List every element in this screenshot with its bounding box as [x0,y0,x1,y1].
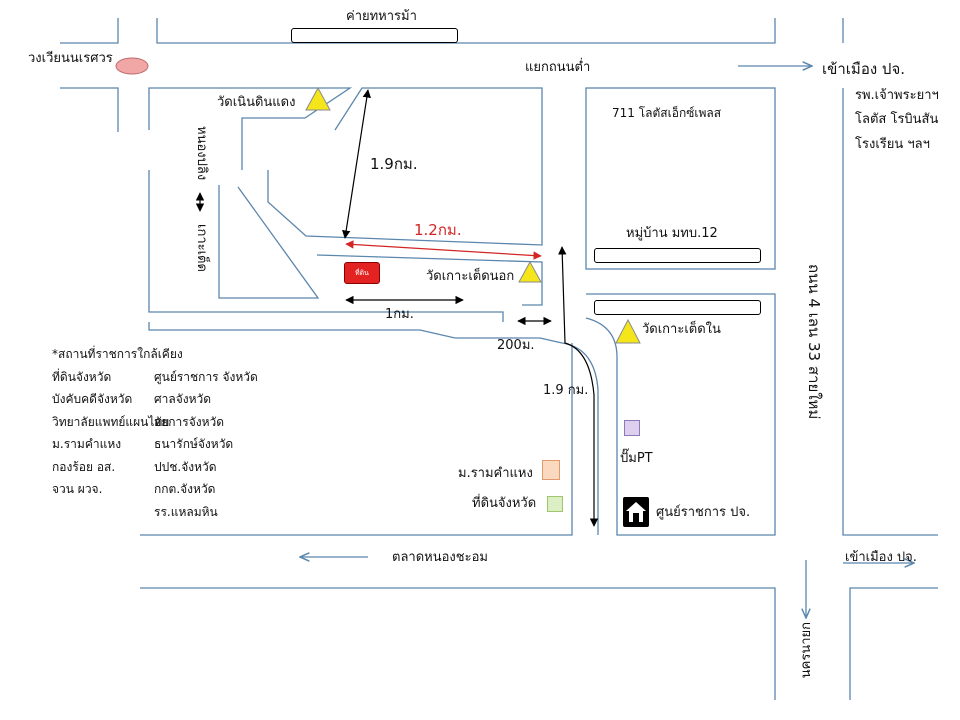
dist-200-label: 200ม. [497,338,535,353]
legend-left: กองร้อย อส. [52,459,116,474]
dist-1-label: 1กม. [385,307,414,322]
road-top-block [156,18,776,44]
road-naresuan-lower [60,87,119,132]
hospital-label: รพ.เจ้าพระยาฯ [855,88,939,103]
to-city-top-label: เข้าเมือง ปจ. [822,60,905,78]
road-curve-east [585,317,618,358]
legend-left: บังคับคดีจังหวัด [52,392,133,406]
intersection-label: แยกถนนต่ำ [525,60,591,75]
road-upper-strip [267,87,543,246]
wat-ko-tet-nai-label: วัดเกาะเต็ดใน [642,322,721,337]
legend-right: ปปช.จังหวัด [154,459,217,474]
road-bottom-left [140,587,776,700]
road-curve-west [561,342,599,535]
legend-row: วิทยาลัยแพทย์แผนไทย อัยการจังหวัด [52,411,258,434]
market-label: ตลาดหนองชะอม [392,550,488,565]
road-west-block [148,170,504,322]
temple-icon [518,260,542,283]
direction-arrows [300,66,914,618]
pump-label: ปั๊มPT [620,451,653,466]
temple-icon [615,318,641,344]
village-label: หมู่บ้าน มทบ.12 [626,226,718,241]
cavalry-camp-bar [291,28,458,43]
legend-right: กกต.จังหวัด [154,482,216,496]
legend-left: ที่ดินจังหวัด [52,369,112,384]
legend-row: ที่ดินจังหวัด ศูนย์ราชการ จังหวัด [52,366,258,389]
block-east-south [586,293,776,536]
legend-row: จวน ผวจ. กกต.จังหวัด [52,478,258,501]
provincial-land-label: ที่ดินจังหวัด [472,496,537,511]
legend-right: ศูนย์ราชการ จังหวัด [154,369,258,384]
road-bottom-right [849,587,938,700]
nakhon-nayok-label: นครนายก [799,622,814,679]
legend-left: วิทยาลัยแพทย์แผนไทย [52,414,170,429]
pump-marker [624,420,640,436]
legend-title: *สถานที่ราชการใกล้เคียง [52,347,183,361]
provincial-land-marker [547,496,563,512]
site-badge[interactable]: ที่ดิน [344,262,380,284]
naresuan-circle-label: วงเวียนนเรศวร [28,51,113,66]
house-icon [623,497,649,527]
ramkhamhaeng-marker [542,460,560,480]
legend-right: ศาลจังหวัด [154,392,212,406]
school-label: โรงเรียน ฯลฯ [855,137,930,152]
wat-ko-tet-nok-label: วัดเกาะเต็ดนอก [426,269,515,284]
dim-19-vertical [342,89,371,239]
legend-right: ธนารักษ์จังหวัด [154,437,234,451]
dim-19-road [558,246,599,527]
road-4-label: ถนน 4 เลน 33 สายใหม่ [805,264,823,420]
block-711 [585,87,776,270]
cavalry-camp-label: ค่ายทหารม้า [346,9,417,24]
village-bar [594,248,761,263]
nong-pling-label: หนองปลิง [194,126,209,181]
road-north-block [148,87,353,170]
map-markers [115,57,641,344]
legend-row: กองร้อย อส. ปปช.จังหวัด [52,456,258,479]
road-triangle-block [218,185,320,299]
legend-left: ม.รามคำแหง [52,437,122,451]
legend-left [52,501,154,524]
road-main-left [148,322,563,344]
dist-12-label: 1.2กม. [414,221,462,239]
legend-row: ม.รามคำแหง ธนารักษ์จังหวัด [52,433,258,456]
block-bar [594,300,761,315]
seven-eleven-label: 711 โลตัสเอ็กซ์เพลส [612,106,722,120]
legend-right: อัยการจังหวัด [154,414,225,429]
ramkhamhaeng-label: ม.รามคำแหง [458,466,533,481]
ko-tet-label: เกาะเต็ด [194,224,209,272]
road-naresuan-upper [60,18,119,44]
roundabout-icon [115,57,149,75]
legend-left: จวน ผวจ. [52,482,103,496]
legend-right: รร.แหลมหิน [154,504,218,519]
temple-icon [305,86,331,111]
lotus-robinson-label: โลตัส โรบินสัน [855,112,939,127]
legend-row: รร.แหลมหิน [52,501,258,524]
dim-12 [345,240,542,260]
to-city-bottom-label: เข้าเมือง ปจ. [845,550,917,565]
legend-row: บังคับคดีจังหวัด ศาลจังหวัด [52,388,258,411]
wat-noen-din-daeng-label: วัดเนินดินแดง [217,95,296,110]
nearby-government-list: *สถานที่ราชการใกล้เคียง ที่ดินจังหวัด ศู… [52,343,258,523]
dist-19-vertical-label: 1.9กม. [370,155,418,173]
dimension-arrows [195,89,599,527]
dist-19-road-label: 1.9 กม. [543,383,589,398]
road-east-block [842,88,938,536]
gov-center-label: ศูนย์ราชการ ปจ. [656,505,751,520]
